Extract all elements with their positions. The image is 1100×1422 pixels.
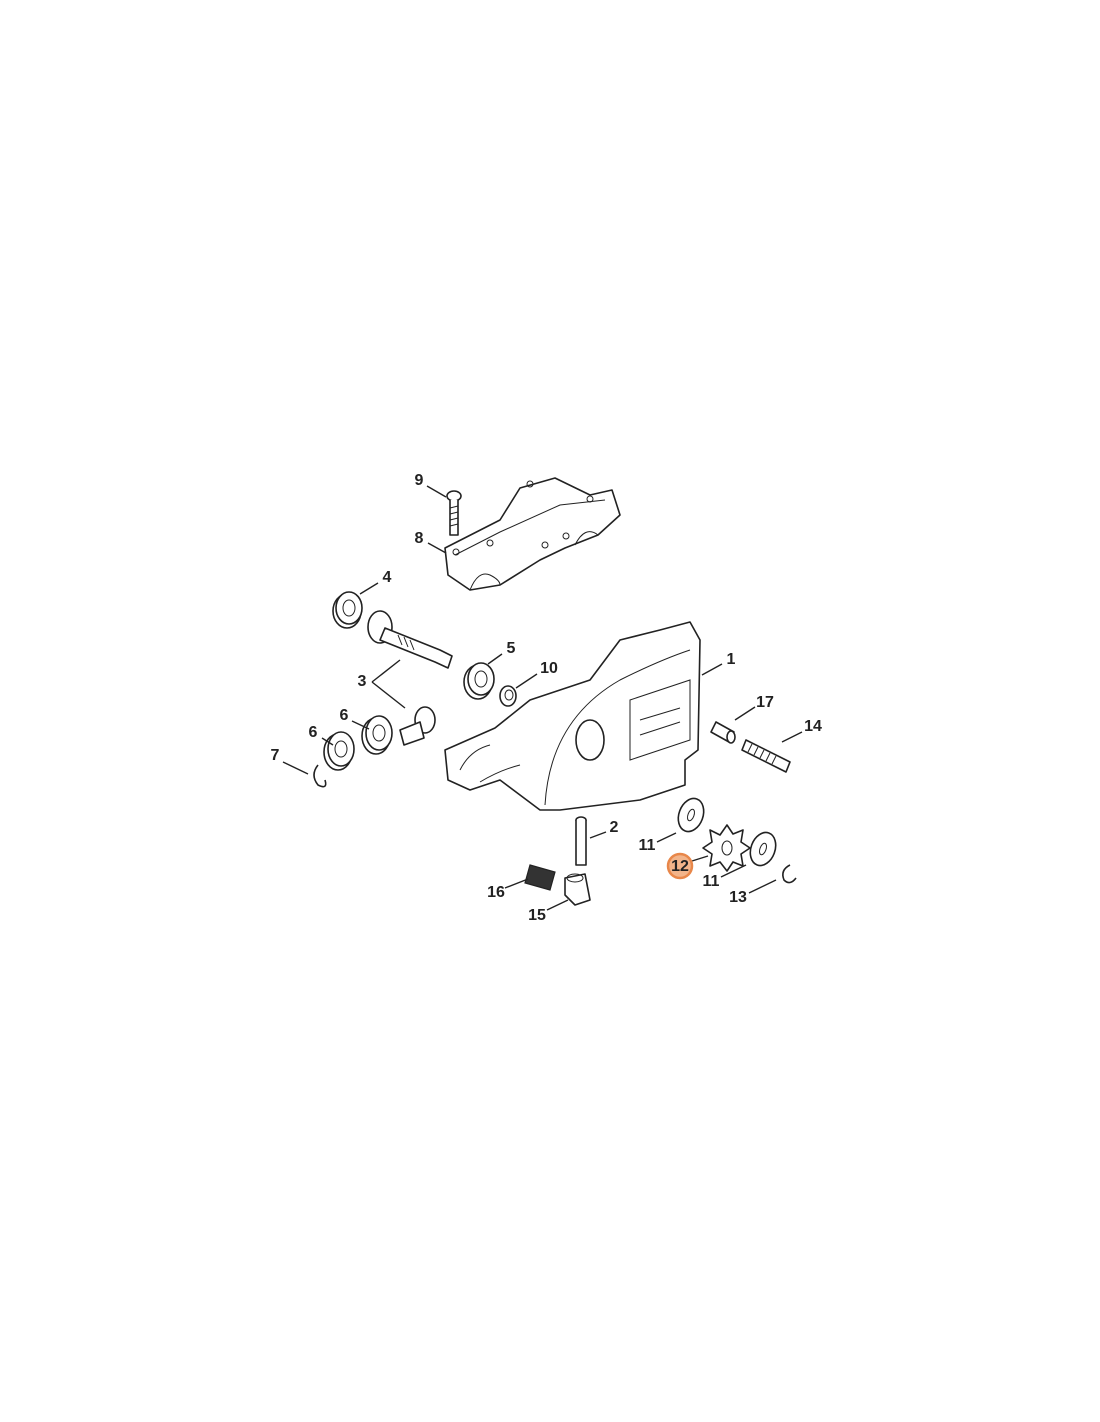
highlight-ring <box>666 852 694 880</box>
leader-lines <box>282 485 803 911</box>
callout-14[interactable]: 14 <box>804 718 822 735</box>
seal-part[interactable] <box>499 685 517 707</box>
oil-pump-fitting-part[interactable] <box>564 873 591 906</box>
callout-6a[interactable]: 6 <box>340 707 349 724</box>
needle-cage-part[interactable] <box>524 864 556 891</box>
pin-part[interactable] <box>575 816 587 866</box>
callout-9[interactable]: 9 <box>415 472 424 489</box>
sleeve-part[interactable] <box>710 721 736 744</box>
callout-17[interactable]: 17 <box>756 694 774 711</box>
bearing-4-part[interactable] <box>332 591 363 629</box>
callout-6b[interactable]: 6 <box>309 724 318 741</box>
callout-7[interactable]: 7 <box>271 747 280 764</box>
bearing-6-part[interactable] <box>323 715 393 771</box>
callout-13[interactable]: 13 <box>729 889 747 906</box>
washer-lower-part[interactable] <box>746 829 780 869</box>
callout-16[interactable]: 16 <box>487 884 505 901</box>
e-clip-part[interactable] <box>782 864 797 884</box>
callout-15[interactable]: 15 <box>528 907 546 924</box>
callout-3[interactable]: 3 <box>358 673 367 690</box>
callout-4[interactable]: 4 <box>383 569 392 586</box>
callout-11a[interactable]: 11 <box>639 837 656 854</box>
bevel-gear-upper-part[interactable] <box>367 610 453 669</box>
gear-housing-part[interactable] <box>444 621 701 811</box>
sprocket-part[interactable] <box>702 824 751 872</box>
clamp-part[interactable] <box>444 477 621 591</box>
bearing-5-part[interactable] <box>463 662 495 700</box>
callout-8[interactable]: 8 <box>415 530 424 547</box>
callout-11b[interactable]: 11 <box>703 873 720 890</box>
washer-upper-part[interactable] <box>674 795 708 835</box>
callout-12[interactable]: 12 <box>671 858 689 875</box>
callout-5[interactable]: 5 <box>507 640 516 657</box>
bevel-gear-lower-part[interactable] <box>399 706 436 746</box>
screw-part[interactable] <box>446 490 462 536</box>
circlip-part[interactable] <box>313 764 327 788</box>
callout-1[interactable]: 1 <box>727 651 736 668</box>
callout-2[interactable]: 2 <box>610 819 619 836</box>
stud-part[interactable] <box>741 739 791 773</box>
callout-10[interactable]: 10 <box>540 660 558 677</box>
